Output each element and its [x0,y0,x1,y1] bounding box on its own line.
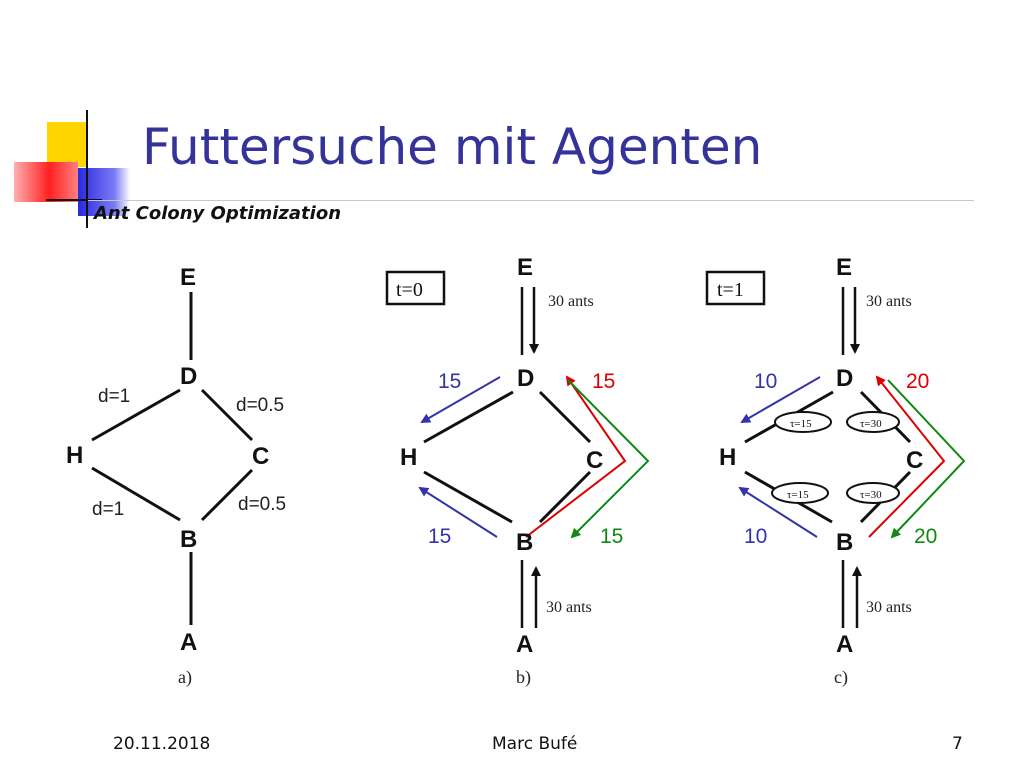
pheromone-h-b [771,482,829,504]
node-c: C [906,447,923,474]
edge-d-c [200,388,254,442]
node-d: D [180,363,197,390]
node-a: A [836,631,853,658]
edge-label-h-b: d=1 [92,499,124,520]
count-upper-left-b: 15 [438,370,461,393]
deco-horizontal-line [46,199,102,201]
deco-vertical-line [86,110,88,228]
node-e: E [517,254,533,281]
time-box-c [705,270,766,306]
ants-bottom-c: 30 ants [866,599,912,616]
edge-c-b [538,470,592,524]
panel-b: t=0 30 ants 15 15 15 15 E D H C B A [385,254,650,688]
node-b: B [180,526,197,553]
blue-arrow-upper [740,376,821,423]
node-e: E [180,264,196,291]
red-path-arrow [868,375,946,538]
blue-arrow-lower [418,486,498,538]
caption-a: a) [178,667,192,688]
edge-h-b [91,466,181,522]
count-upper-left-c: 10 [754,370,777,393]
tau-d-h: τ=15 [790,418,812,430]
pheromone-d-c [846,411,900,433]
node-d: D [517,365,534,392]
node-d: D [836,365,853,392]
tau-d-c: τ=30 [860,418,882,430]
footer-author: Marc Bufé [492,734,578,754]
node-b: B [516,529,533,556]
node-a: A [180,629,197,656]
footer-date: 20.11.2018 [113,734,211,754]
title-rule [88,200,974,201]
pheromone-c-b [846,482,900,504]
panel-c: t=1 30 ants τ=15 τ=30 τ=15 τ=30 10 20 10 [705,254,966,688]
ants-top-b: 30 ants [548,293,594,310]
count-lower-right-c: 20 [914,525,937,548]
node-c: C [252,443,269,470]
count-upper-right-c: 20 [906,370,929,393]
node-h: H [400,444,417,471]
time-label-b: t=0 [396,279,423,301]
count-lower-right-b: 15 [600,525,623,548]
tau-h-b: τ=15 [787,489,809,501]
count-upper-right-b: 15 [592,370,615,393]
tau-c-b: τ=30 [860,489,882,501]
caption-c: c) [834,667,848,688]
node-e: E [836,254,852,281]
deco-red-square [14,162,78,202]
slide-subtitle: Ant Colony Optimization [94,203,342,224]
red-path-arrow [525,375,627,538]
node-b: B [836,529,853,556]
edge-label-d-c: d=0.5 [236,395,284,416]
node-h: H [719,444,736,471]
edge-label-c-b: d=0.5 [238,494,286,515]
count-lower-left-b: 15 [428,525,451,548]
edge-d-h [423,390,514,444]
green-path-arrow [887,379,966,539]
green-path-arrow [567,379,650,539]
edge-c-b [200,468,254,522]
edge-d-c [538,390,592,444]
slide-title: Futtersuche mit Agenten [142,118,763,176]
edge-h-b [423,470,513,524]
time-label-c: t=1 [717,279,744,301]
edge-d-h [91,388,181,442]
blue-arrow-upper [420,376,501,423]
deco-yellow-square [47,122,87,167]
footer-page-number: 7 [952,734,963,754]
count-lower-left-c: 10 [744,525,767,548]
panel-a: E D H C B A d=1 d=0.5 d=1 d=0.5 a) [66,264,286,688]
node-a: A [516,631,533,658]
edge-label-d-h: d=1 [98,386,130,407]
pheromone-d-h [774,411,832,433]
node-h: H [66,442,83,469]
blue-arrow-lower [738,486,818,538]
time-box-b [385,270,446,306]
ants-top-c: 30 ants [866,293,912,310]
caption-b: b) [516,667,531,688]
ants-bottom-b: 30 ants [546,599,592,616]
node-c: C [586,447,603,474]
